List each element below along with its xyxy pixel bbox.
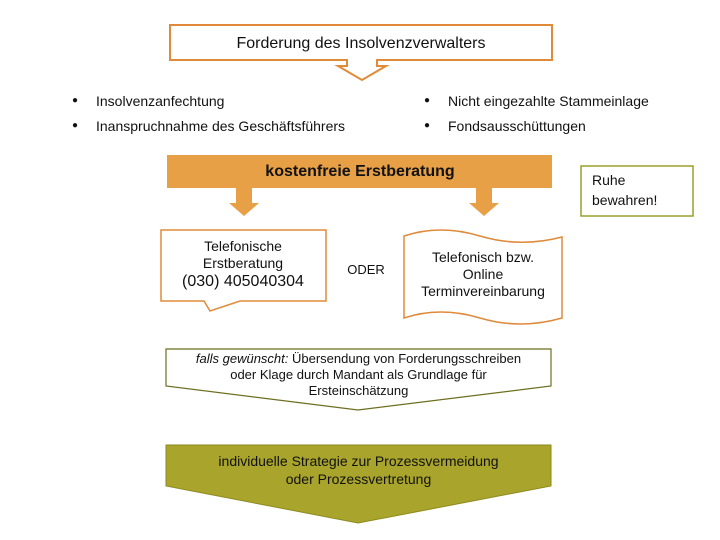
strategy-box-label: individuelle Strategie zur Prozessvermei… [218,453,499,487]
optional-pentagon-shape [165,348,552,411]
calm-note-label: Ruhe bewahren! [592,172,658,208]
bullet-item: ● Inanspruchnahme des Geschäftsführers [72,118,346,134]
phone-callout-shape [160,229,327,312]
calm-note-shape [580,165,694,217]
banner-shape [167,155,552,188]
title-box-label: Forderung des Insolvenzverwalters [236,35,486,52]
online-document-shape [403,229,563,325]
strategy-pentagon-shape [165,444,552,524]
banner-arrow-left [229,188,259,216]
bullet-item: ● Fondsausschüttungen [424,118,586,134]
optional-box-label: falls gewünscht: Übersendung von Forderu… [195,351,522,398]
bullet-dot-icon: ● [424,120,431,131]
bullet-dot-icon: ● [424,95,431,106]
banner-arrow-right [469,188,499,216]
phone-box-label: Telefonische Erstberatung (030) 40504030… [160,238,326,292]
title-callout-shape [169,24,553,82]
bullet-dot-icon: ● [72,95,79,106]
online-box-label: Telefonisch bzw. Online Terminvereinbaru… [421,249,545,299]
bullet-item: ● Insolvenzanfechtung [72,93,225,109]
banner-label: kostenfreie Erstberatung [265,163,455,180]
phone-number: (030) 405040304 [182,273,304,290]
bullet-dot-icon: ● [72,120,79,131]
or-label: ODER [347,262,385,277]
bullet-item: ● Nicht eingezahlte Stammeinlage [424,93,649,109]
